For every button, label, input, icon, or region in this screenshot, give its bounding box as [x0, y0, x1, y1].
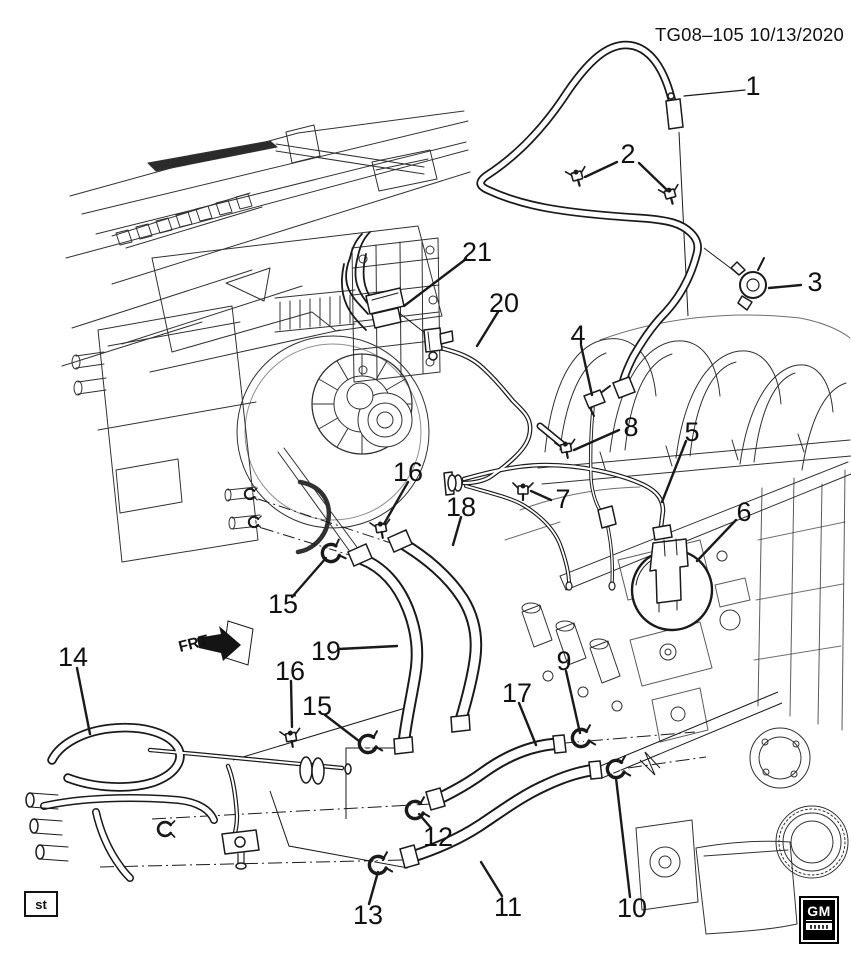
- callout-11: 11: [494, 892, 522, 922]
- leader-13: [367, 870, 380, 906]
- wiper-blade: [147, 140, 278, 172]
- callout-16: 16: [275, 656, 305, 686]
- callout-18: 18: [446, 492, 476, 522]
- callout-6: 6: [736, 497, 751, 527]
- clip: [564, 165, 586, 187]
- vacuum-tank-6: [630, 538, 714, 632]
- clip: [279, 727, 301, 748]
- leader-11: [479, 860, 504, 898]
- gm-logo-smallprint: [806, 923, 832, 930]
- clip: [369, 518, 391, 539]
- frt-arrow-icon: [197, 626, 241, 661]
- leader-3: [767, 283, 803, 290]
- callout-21: 21: [462, 237, 492, 267]
- clamp: [247, 515, 262, 529]
- leader-7: [529, 489, 553, 502]
- callout-16: 16: [393, 457, 423, 487]
- clamp: [357, 730, 384, 755]
- callout-12: 12: [423, 822, 453, 852]
- leader-10: [614, 776, 632, 899]
- leader-16: [382, 480, 410, 526]
- frt-label: FRT: [177, 632, 211, 656]
- gm-logo-text: GM: [806, 903, 832, 921]
- callout-7: 7: [555, 484, 570, 514]
- clamp: [243, 487, 258, 501]
- witness-lines: [99, 131, 783, 869]
- callout-20: 20: [489, 288, 519, 318]
- clamp: [367, 851, 394, 876]
- leader-14: [75, 666, 92, 736]
- leader-1: [683, 89, 746, 97]
- callout-2: 2: [620, 139, 635, 169]
- callout-15: 15: [302, 691, 332, 721]
- clip: [657, 183, 679, 205]
- engine-intake-runners: [544, 314, 851, 471]
- st-badge-label: st: [35, 896, 47, 912]
- clamp: [156, 820, 176, 838]
- leader-8: [572, 428, 621, 452]
- y-fitting: [443, 471, 463, 496]
- callout-8: 8: [623, 412, 638, 442]
- hose-bundle-21: [341, 231, 405, 331]
- inline-coupler: [597, 505, 617, 529]
- leader-19: [337, 644, 399, 651]
- leader-2: [637, 161, 669, 192]
- leader-12: [417, 812, 433, 830]
- callout-13: 13: [353, 900, 383, 930]
- leader-6: [695, 518, 738, 563]
- hose-clamps: [156, 487, 632, 876]
- leader-15: [323, 713, 361, 743]
- leader-21: [402, 257, 468, 308]
- callout-15: 15: [268, 589, 298, 619]
- callout-10: 10: [617, 893, 647, 923]
- assembly-14-fittings: [25, 756, 352, 870]
- clip: [554, 438, 576, 459]
- leader-4: [579, 343, 594, 397]
- leader-17: [517, 701, 538, 747]
- callout-9: 9: [556, 646, 571, 676]
- clip: [512, 482, 534, 502]
- small-parts: [25, 165, 767, 876]
- clamp: [605, 755, 632, 780]
- clamp: [320, 538, 347, 564]
- callout-19: 19: [311, 636, 341, 666]
- callout-3: 3: [807, 267, 822, 297]
- hose-end-caps: [347, 92, 684, 869]
- leader-18: [451, 515, 463, 547]
- drawing-title: TG08–105 10/13/2020: [655, 24, 844, 45]
- callout-17: 17: [502, 678, 532, 708]
- blower-wheel: [311, 353, 413, 455]
- callout-1: 1: [745, 71, 760, 101]
- leader-9: [564, 669, 582, 735]
- leader-5: [660, 439, 688, 504]
- clamp: [570, 724, 597, 749]
- routing-clips: [279, 165, 679, 748]
- connector-4: [583, 385, 611, 417]
- leader-16: [289, 679, 294, 729]
- st-badge: st: [24, 891, 58, 917]
- callout-5: 5: [684, 417, 699, 447]
- gm-logo: GM: [799, 896, 839, 944]
- background-structure: [61, 110, 851, 935]
- front-direction-indicator: FRT: [177, 620, 254, 666]
- leader-2: [583, 160, 619, 179]
- fitting-20: [423, 327, 454, 361]
- leader-15: [290, 556, 328, 599]
- part-3-clamp: [730, 257, 767, 311]
- callout-14: 14: [58, 642, 88, 672]
- callout-4: 4: [570, 320, 585, 350]
- clamp: [404, 796, 431, 821]
- leader-20: [475, 310, 500, 348]
